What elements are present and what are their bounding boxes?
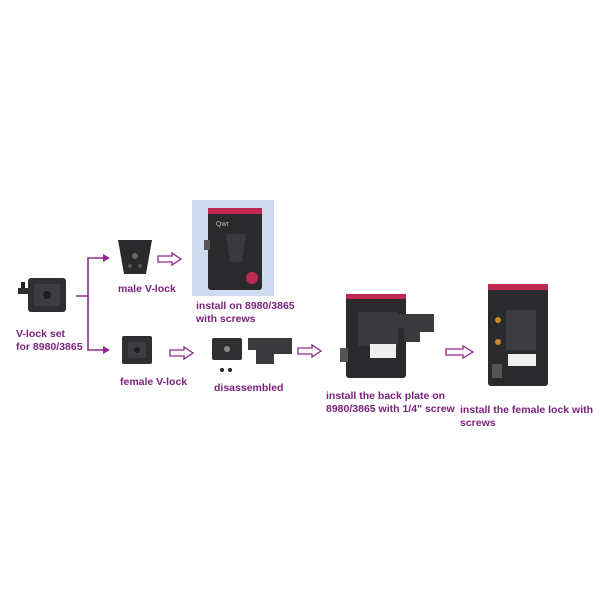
install-on-label: install on 8980/3865 with screws bbox=[196, 300, 295, 326]
device-logo-text: Qwr bbox=[216, 221, 230, 228]
install-back-label-line1: install the back plate on bbox=[326, 390, 446, 402]
arrow-right-icon bbox=[445, 344, 475, 360]
female-vlock-label: female V-lock bbox=[120, 376, 188, 388]
female-vlock-plate-image bbox=[120, 334, 154, 366]
device-with-back-plate-image bbox=[328, 288, 438, 382]
arrow-right-icon bbox=[157, 251, 183, 267]
arrow-right-icon bbox=[169, 345, 195, 361]
male-vlock-label: male V-lock bbox=[118, 283, 176, 295]
install-female-lock-label: install the female lock with screws bbox=[460, 404, 594, 429]
male-vlock-plate-image bbox=[118, 240, 152, 276]
vlock-set-label: V-lock set for 8980/3865 bbox=[16, 328, 83, 354]
device-with-female-lock-image bbox=[484, 280, 554, 390]
vlock-set-label-line2: for 8980/3865 bbox=[16, 341, 83, 353]
vlock-set-label-line1: V-lock set bbox=[16, 328, 66, 340]
disassembled-parts-image bbox=[208, 330, 296, 376]
arrow-right-icon bbox=[297, 343, 323, 359]
install-back-plate-label: install the back plate on 8980/3865 with… bbox=[326, 390, 455, 416]
install-back-label-line2: 8980/3865 with 1/4" screw bbox=[326, 403, 455, 415]
vlock-set-plate-image bbox=[18, 276, 70, 314]
device-with-male-vlock-photo: Qwr bbox=[192, 200, 274, 296]
disassembled-label: disassembled bbox=[214, 382, 284, 394]
install-on-label-line1: install on 8980/3865 bbox=[196, 300, 295, 312]
install-on-label-line2: with screws bbox=[196, 313, 256, 325]
